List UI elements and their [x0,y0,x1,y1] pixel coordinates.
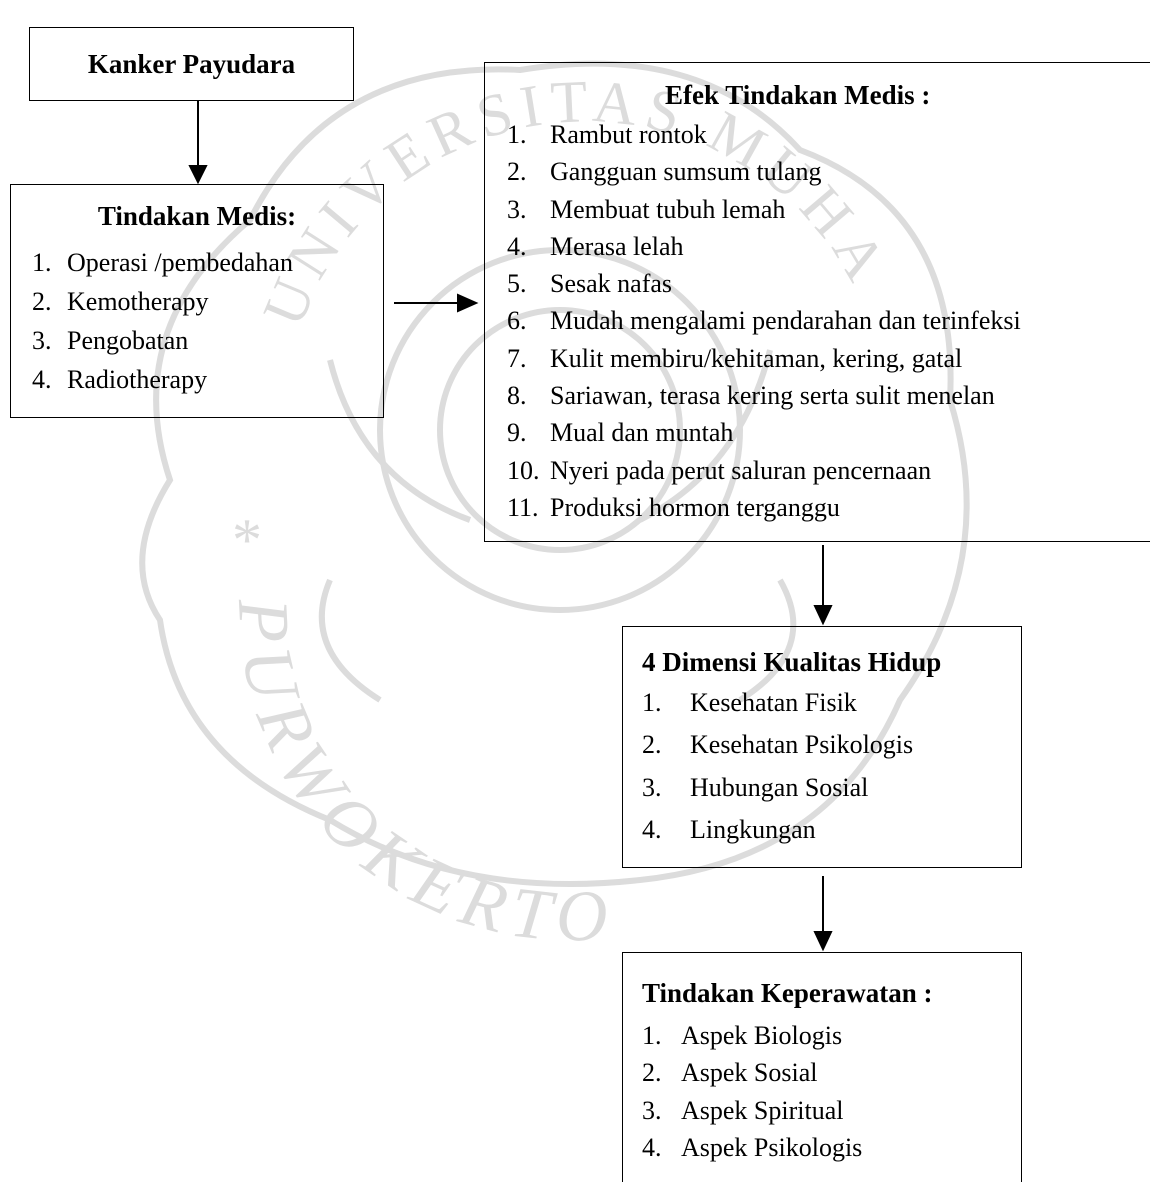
list-item-number: 2. [507,157,527,187]
tindakan-medis-box: Tindakan Medis: 1. Operasi /pembedahan 2. K… [10,184,384,418]
list-item-text: Kesehatan Psikologis [690,730,914,760]
svg-text:PURWOKERTO: PURWOKERTO [223,596,620,958]
list-item-number: 4. [642,814,662,844]
list-item: 2. Gangguan sumsum tulang [507,153,1150,190]
list-item-text: Sariawan, terasa kering serta sulit mene… [550,381,995,411]
list-item-number: 1. [642,1021,662,1050]
list-item: 10. Nyeri pada perut saluran pencernaan [507,452,1150,489]
dimensi-kualitas-hidup-list: 1. Kesehatan Fisik 2. Kesehatan Psikologis 3… [642,682,1021,851]
list-item: 6. Mudah mengalami pendarahan dan terinfe… [507,302,1150,339]
list-item-number: 7. [507,343,527,373]
list-item-number: 9. [507,418,527,448]
list-item: 11. Produksi hormon terganggu [507,489,1150,526]
list-item-text: Merasa lelah [550,231,684,261]
list-item-text: Membuat tubuh lemah [550,194,786,224]
list-item: 2. Aspek Sosial [642,1054,1021,1091]
list-item-number: 3. [507,194,527,224]
list-item: 4. Radiotherapy [24,360,383,399]
list-item: 1. Aspek Biologis [642,1017,1021,1054]
list-item-number: 3. [32,326,52,355]
list-item-text: Hubungan Sosial [690,772,869,802]
list-item-text: Gangguan sumsum tulang [550,157,822,187]
list-item-text: Pengobatan [67,326,189,355]
list-item-number: 2. [642,1058,662,1088]
efek-tindakan-medis-title: Efek Tindakan Medis : [665,80,931,110]
list-item-text: Radiotherapy [67,365,208,394]
list-item-text: Aspek Psikologis [681,1132,863,1162]
list-item: 5. Sesak nafas [507,265,1150,302]
list-item-text: Kesehatan Fisik [690,688,857,717]
kanker-payudara-box: Kanker Payudara [29,27,354,101]
list-item: 8. Sariawan, terasa kering serta sulit me… [507,377,1150,414]
list-item-text: Sesak nafas [550,269,673,299]
list-item: 1. Kesehatan Fisik [642,682,1021,724]
list-item: 4. Merasa lelah [507,228,1150,265]
list-item: 4. Aspek Psikologis [642,1129,1021,1166]
watermark-star-icon: * [232,507,262,573]
list-item-number: 4. [642,1132,662,1162]
list-item-text: Mual dan muntah [550,418,734,448]
list-item-number: 1. [642,688,662,717]
list-item-text: Operasi /pembedahan [67,248,293,277]
list-item: 7. Kulit membiru/kehitaman, kering, gatal [507,340,1150,377]
efek-tindakan-medis-list: 1. Rambut rontok 2. Gangguan sumsum tulang 3… [507,116,1150,526]
list-item-text: Rambut rontok [550,120,707,149]
list-item-text: Aspek Sosial [681,1058,818,1088]
list-item: 1. Rambut rontok [507,116,1150,153]
tindakan-medis-list: 1. Operasi /pembedahan 2. Kemotherapy 3. Peng… [24,243,383,399]
list-item: 1. Operasi /pembedahan [24,243,383,282]
tindakan-medis-title: Tindakan Medis: [97,201,297,231]
list-item-number: 2. [642,730,662,760]
list-item-text: Lingkungan [690,814,816,844]
list-item-text: Produksi hormon terganggu [550,492,840,522]
list-item: 4. Lingkungan [642,809,1021,851]
list-item-number: 4. [32,365,52,394]
list-item-number: 5. [507,269,527,299]
dimensi-kualitas-hidup-title: 4 Dimensi Kualitas Hidup [642,647,942,677]
list-item-number: 1. [32,248,52,277]
watermark-text-bottom: PURWOKERTO [223,596,610,958]
list-item: 2. Kemotherapy [24,282,383,321]
list-item: 3. Membuat tubuh lemah [507,191,1150,228]
tindakan-keperawatan-list: 1. Aspek Biologis 2. Aspek Sosial 3. Aspek Sp… [642,1017,1021,1166]
list-item-text: Kemotherapy [67,287,209,316]
dimensi-kualitas-hidup-box: 4 Dimensi Kualitas Hidup 1. Kesehatan Fis… [622,626,1022,868]
list-item-number: 3. [642,772,662,802]
list-item-number: 4. [507,231,527,261]
list-item-number: 6. [507,306,527,336]
tindakan-keperawatan-box: Tindakan Keperawatan : 1. Aspek Biologis 2… [622,952,1022,1182]
list-item-text: Aspek Spiritual [681,1095,844,1125]
kanker-payudara-title: Kanker Payudara [87,48,296,79]
list-item: 2. Kesehatan Psikologis [642,724,1021,766]
list-item: 9. Mual dan muntah [507,414,1150,451]
list-item-number: 2. [32,287,52,316]
list-item-number: 1. [507,120,527,149]
list-item-number: 8. [507,381,527,411]
list-item-text: Aspek Biologis [681,1021,843,1050]
list-item: 3. Aspek Spiritual [642,1092,1021,1129]
list-item-text: Nyeri pada perut saluran pencernaan [550,455,932,485]
list-item-text: Mudah mengalami pendarahan dan terinfeks… [550,306,1021,336]
list-item-number: 11. [507,492,539,522]
list-item: 3. Hubungan Sosial [642,767,1021,809]
list-item-text: Kulit membiru/kehitaman, kering, gatal [550,343,963,373]
efek-tindakan-medis-box: Efek Tindakan Medis : 1. Rambut rontok 2. G… [484,62,1150,542]
list-item: 3. Pengobatan [24,321,383,360]
tindakan-keperawatan-title: Tindakan Keperawatan : [642,978,933,1008]
list-item-number: 3. [642,1095,662,1125]
list-item-number: 10. [507,455,540,485]
